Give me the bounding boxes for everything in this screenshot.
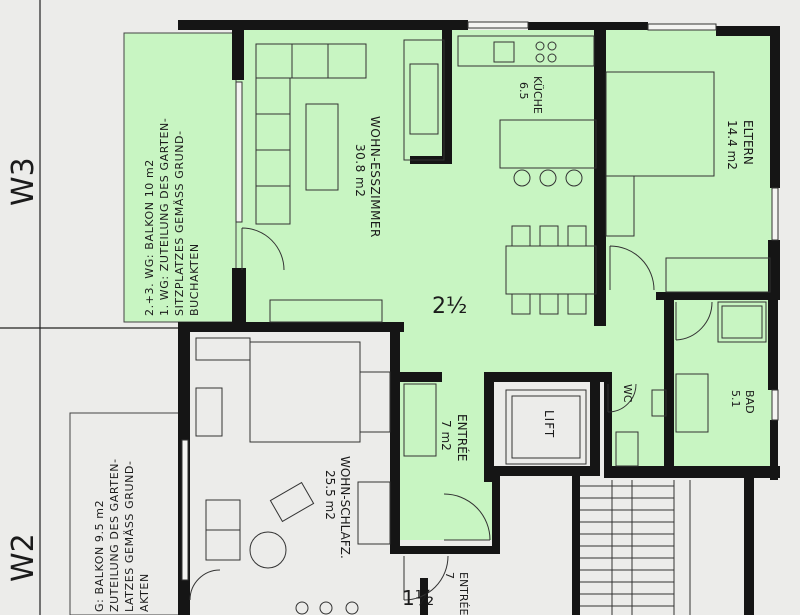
lower-note-line-1: G: BALKON 9.5 m2 <box>93 499 106 612</box>
lower-apartment-size-label: 1½ <box>402 586 435 610</box>
room-living-label: WOHN-ESSZIMMER 30.8 m2 <box>352 116 382 238</box>
room-wc-label: WC <box>621 384 634 403</box>
room-bath-name: BAD <box>743 390 756 414</box>
room-kitchen-name: KÜCHE <box>531 76 544 114</box>
room-parents-name: ELTERN <box>741 120 755 165</box>
living-dining-fill <box>236 30 596 322</box>
lower-balcony-note: G: BALKON 9.5 m2 ZUTEILUNG DES GARTEN- L… <box>92 458 152 612</box>
axis-label-lower: W2 <box>6 533 41 582</box>
note-line-3: SITZPLATZES GEMÄSS GRUND- <box>173 130 186 316</box>
room-fills <box>124 30 774 540</box>
room-lower-living-area: 25.5 m2 <box>323 470 337 520</box>
lower-note-line-4: AKTEN <box>138 573 151 612</box>
axis-lines <box>0 0 178 615</box>
note-line-1: 2.+3. WG: BALKON 10 m2 <box>143 159 156 316</box>
entrance-fill <box>400 380 492 540</box>
bath-fill <box>672 300 774 470</box>
room-parents-label: ELTERN 14.4 m2 <box>724 120 756 170</box>
note-line-4: BUCHAKTEN <box>188 243 201 316</box>
room-parents-area: 14.4 m2 <box>725 120 739 170</box>
walls <box>178 20 780 615</box>
room-bath-area: 5.1 <box>729 390 742 408</box>
room-living-name: WOHN-ESSZIMMER <box>368 116 382 238</box>
room-lower-entrance-name: ENTRÉE <box>457 572 470 615</box>
room-entrance-label: ENTRÉE 7 m2 <box>438 414 470 461</box>
stairs <box>580 480 691 615</box>
room-kitchen-label: KÜCHE 6.5 <box>516 76 544 114</box>
lower-note-line-3: LATZES GEMÄSS GRUND- <box>123 460 136 612</box>
room-bath-label: BAD 5.1 <box>728 390 756 414</box>
doors <box>189 227 713 601</box>
apartment-size-label: 2½ <box>432 294 468 319</box>
room-lower-entrance-label: ENTRÉE 7 <box>442 572 470 615</box>
room-entrance-area: 7 m2 <box>439 420 453 451</box>
room-living-area: 30.8 m2 <box>353 144 367 198</box>
lower-note-line-2: ZUTEILUNG DES GARTEN- <box>108 458 121 612</box>
room-lift-label: LIFT <box>542 410 556 439</box>
windows <box>181 21 779 581</box>
hall-fill <box>390 300 672 380</box>
room-entrance-name: ENTRÉE <box>455 414 469 462</box>
furniture <box>195 35 771 615</box>
room-kitchen-area: 6.5 <box>517 82 530 100</box>
axis-label-upper: W3 <box>6 157 41 206</box>
room-lower-living-label: WOHN-SCHLAFZ. 25.5 m2 <box>322 456 352 559</box>
parents-fill <box>596 30 774 300</box>
balcony-note-area <box>124 33 236 322</box>
note-line-2: 1. WG: ZUTEILUNG DES GARTEN- <box>158 117 171 316</box>
balcony-note: 2.+3. WG: BALKON 10 m2 1. WG: ZUTEILUNG … <box>142 118 202 316</box>
room-lower-living-name: WOHN-SCHLAFZ. <box>338 456 352 559</box>
room-lower-entrance-area: 7 <box>443 572 456 579</box>
